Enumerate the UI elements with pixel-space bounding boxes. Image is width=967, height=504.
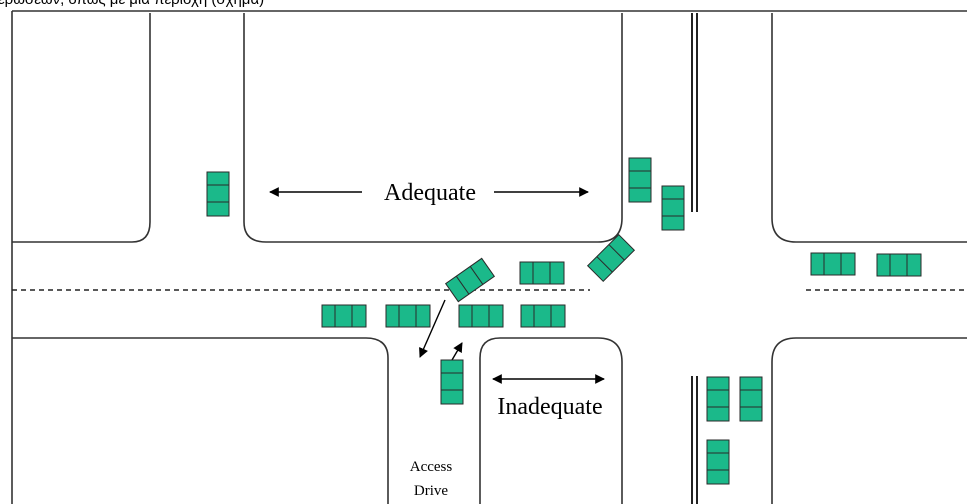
access-label-line2: Drive (414, 483, 448, 499)
curb-bottom-left (12, 337, 389, 504)
inadequate-indicator: Inadequate (492, 374, 605, 420)
car (458, 304, 504, 328)
frame (11, 10, 967, 504)
car (628, 157, 652, 203)
curb-top-right (771, 13, 967, 243)
adequate-label: Adequate (384, 180, 476, 206)
adequate-indicator: Adequate (269, 180, 589, 206)
car (586, 233, 636, 283)
caption-text: ερώσεων, όπως με μία περιοχή (σχήμα) (0, 0, 264, 9)
lane-markings (12, 13, 967, 504)
car (706, 439, 730, 485)
car (810, 252, 856, 276)
curb-access-right (479, 337, 623, 504)
turn-arrow-out (419, 299, 446, 358)
car (876, 253, 922, 277)
vehicles (206, 157, 922, 485)
car (520, 304, 566, 328)
turn-arrows (419, 299, 463, 361)
car (519, 261, 565, 285)
curb-top-middle (243, 13, 623, 243)
car (739, 376, 763, 422)
car (444, 257, 496, 303)
access-drive-label: Access Drive (410, 459, 453, 499)
turn-arrow-in (451, 342, 463, 361)
road-edges (12, 13, 967, 504)
car (385, 304, 431, 328)
curb-top-left (12, 13, 151, 243)
car (206, 171, 230, 217)
car (440, 359, 464, 405)
car (321, 304, 367, 328)
access-label-line1: Access (410, 459, 453, 475)
inadequate-label: Inadequate (497, 394, 602, 420)
car (706, 376, 730, 422)
car (661, 185, 685, 231)
curb-bottom-right (771, 337, 967, 504)
